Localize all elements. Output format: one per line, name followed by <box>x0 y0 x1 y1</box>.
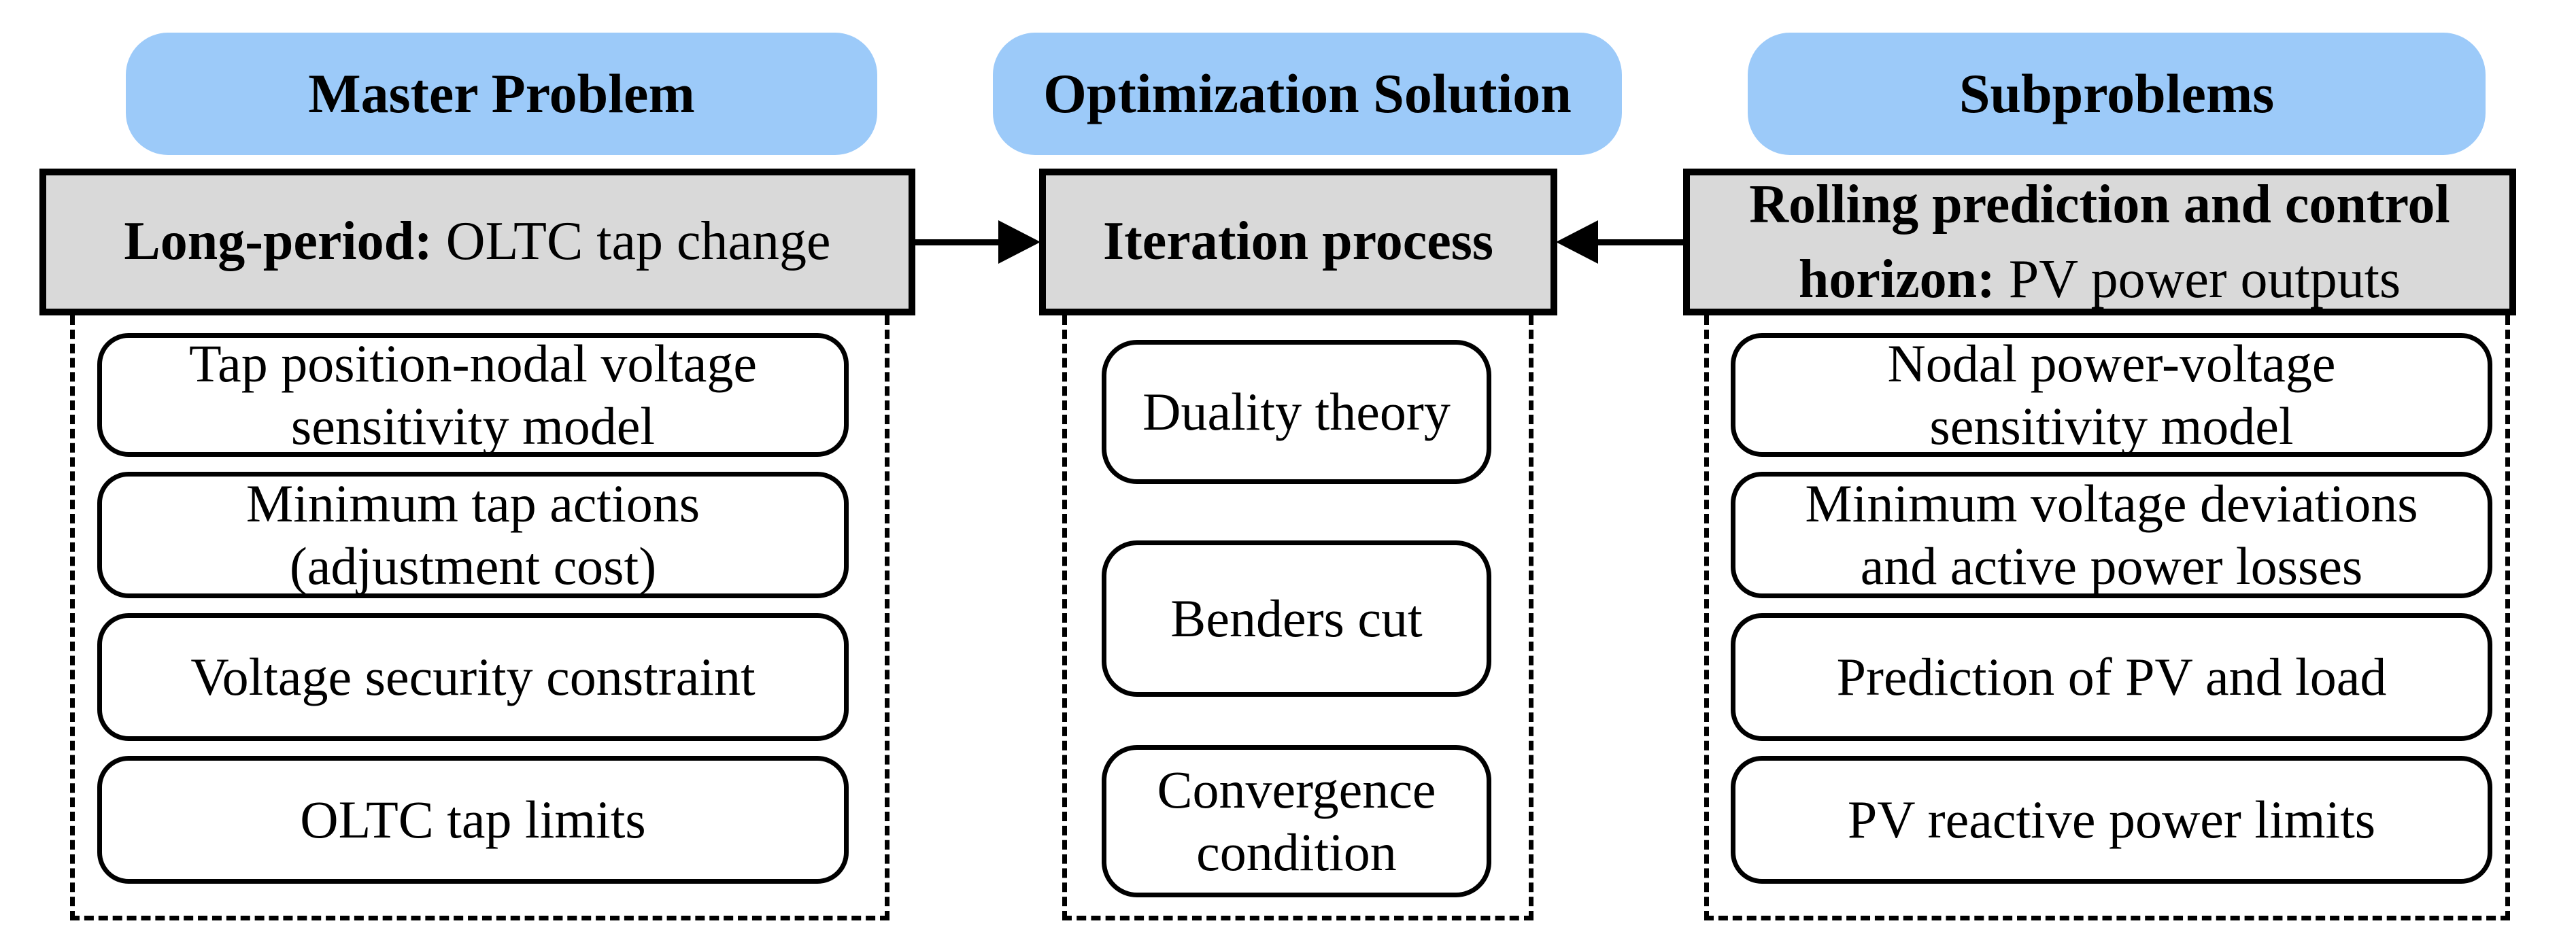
gray-box-bold-line2: horizon: <box>1798 249 1995 309</box>
flow-box-nodal-power-voltage-model: Nodal power-voltage sensitivity model <box>1731 333 2492 457</box>
arrowhead-right-icon <box>998 220 1040 264</box>
flow-box-line: sensitivity model <box>1929 396 2294 455</box>
column-header-label: Master Problem <box>308 63 695 124</box>
flow-box-line: Tap position-nodal voltage <box>188 333 758 393</box>
flow-box-tap-position-sensitivity-model: Tap position-nodal voltage sensitivity m… <box>97 333 849 457</box>
dashed-container-master-problem <box>70 315 889 920</box>
gray-box-bold-text: Long-period: <box>124 211 433 272</box>
column-header-master-problem: Master Problem <box>126 33 877 155</box>
gray-box-line2: horizon: PV power outputs <box>1799 242 2401 317</box>
flow-box-line: Prediction of PV and load <box>1836 646 2387 706</box>
gray-box-text: Long-period: OLTC tap change <box>124 206 830 278</box>
column-header-subproblems: Subproblems <box>1748 33 2486 155</box>
gray-box-regular-text: OLTC tap change <box>432 211 831 272</box>
column-header-label: Optimization Solution <box>1043 63 1572 124</box>
gray-box-bold-text: Iteration process <box>1103 211 1493 272</box>
flow-box-line: PV reactive power limits <box>1847 789 2376 849</box>
flow-box-duality-theory: Duality theory <box>1102 340 1491 484</box>
gray-box-long-period: Long-period: OLTC tap change <box>39 169 915 315</box>
flow-box-line: sensitivity model <box>290 396 656 455</box>
flow-box-line: condition <box>1196 823 1397 882</box>
flow-box-convergence-condition: Convergence condition <box>1102 745 1491 897</box>
flow-box-line: and active power losses <box>1860 536 2363 596</box>
flow-box-prediction-of-pv-and-load: Prediction of PV and load <box>1731 613 2492 741</box>
flow-box-line: Convergence <box>1157 759 1436 819</box>
flow-box-minimum-voltage-deviations: Minimum voltage deviations and active po… <box>1731 472 2492 598</box>
flow-box-pv-reactive-power-limits: PV reactive power limits <box>1731 756 2492 884</box>
flow-box-line: Duality theory <box>1142 381 1451 441</box>
flow-box-benders-cut: Benders cut <box>1102 540 1491 697</box>
flow-box-line: Nodal power-voltage <box>1887 333 2336 393</box>
gray-box-bold-line1: Rolling prediction and control <box>1749 174 2450 235</box>
flow-box-line: (adjustment cost) <box>289 536 657 596</box>
flow-box-line: OLTC tap limits <box>300 789 646 849</box>
flow-box-line: Minimum tap actions <box>245 473 700 533</box>
dashed-container-optimization-solution <box>1062 315 1533 920</box>
flow-box-oltc-tap-limits: OLTC tap limits <box>97 756 849 884</box>
column-header-optimization-solution: Optimization Solution <box>993 33 1622 155</box>
flow-box-voltage-security-constraint: Voltage security constraint <box>97 613 849 741</box>
flow-box-line: Voltage security constraint <box>190 646 756 706</box>
arrowhead-left-icon <box>1556 220 1598 264</box>
dashed-container-subproblems <box>1704 315 2510 920</box>
flow-box-line: Minimum voltage deviations <box>1805 473 2418 533</box>
gray-box-rolling-horizon: Rolling prediction and control horizon: … <box>1683 169 2516 315</box>
arrow-master-to-iteration <box>915 239 1001 245</box>
arrow-subproblems-to-iteration <box>1598 239 1683 245</box>
column-header-label: Subproblems <box>1959 63 2275 124</box>
gray-box-regular-line2: PV power outputs <box>1995 249 2401 309</box>
gray-box-iteration-process: Iteration process <box>1039 169 1557 315</box>
flow-box-minimum-tap-actions: Minimum tap actions (adjustment cost) <box>97 472 849 598</box>
flow-box-line: Benders cut <box>1170 588 1423 648</box>
